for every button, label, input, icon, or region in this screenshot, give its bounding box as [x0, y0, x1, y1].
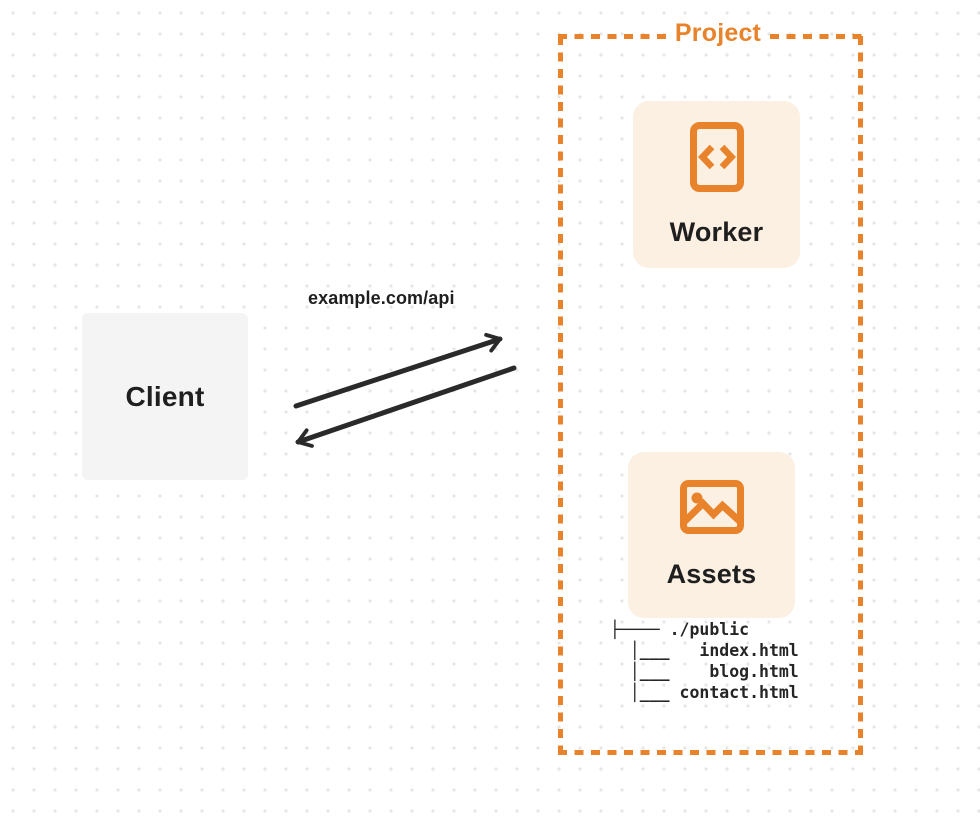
- request-arrow: [293, 332, 503, 409]
- file-tree: ├──── ./public │___ index.html │___ blog…: [610, 619, 799, 703]
- client-label: Client: [125, 380, 205, 412]
- code-file-icon: [689, 121, 744, 192]
- worker-node: Worker: [633, 101, 800, 268]
- response-arrow: [295, 365, 517, 448]
- image-icon: [679, 480, 744, 534]
- worker-label: Worker: [669, 216, 764, 247]
- assets-label: Assets: [666, 559, 757, 589]
- tree-line-blog: │___ blog.html: [610, 662, 799, 681]
- project-title: Project: [674, 19, 762, 47]
- client-node: Client: [82, 313, 248, 480]
- assets-node: Assets: [628, 452, 795, 618]
- tree-line-index: │___ index.html: [610, 641, 799, 660]
- tree-line-public: ├──── ./public: [610, 620, 750, 639]
- project-boundary: [558, 34, 863, 755]
- tree-line-contact: │___ contact.html: [610, 683, 799, 702]
- request-url-label: example.com/api: [308, 288, 455, 308]
